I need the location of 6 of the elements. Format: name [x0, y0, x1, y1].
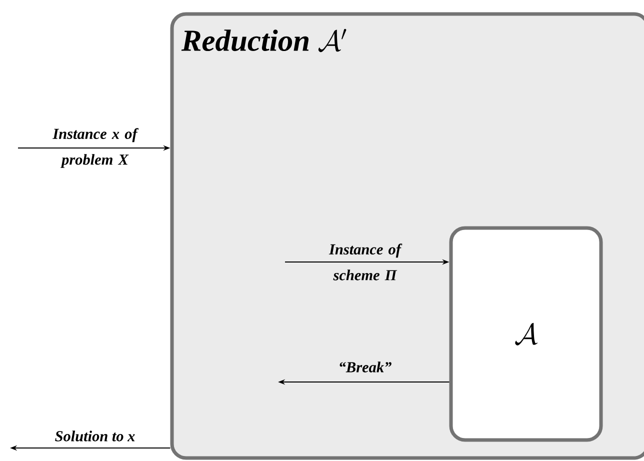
edge-label: “Break”: [340, 362, 392, 372]
box-symbol: $\mathcal{A}$: [515, 322, 538, 346]
edge-label: Instance x of problem X: [52, 128, 139, 168]
box-title: Reduction $\mathcal{A}'$: [181, 28, 346, 52]
edge-label: Solution to x: [55, 430, 135, 442]
edge-label: Instance of scheme Π: [328, 244, 402, 280]
